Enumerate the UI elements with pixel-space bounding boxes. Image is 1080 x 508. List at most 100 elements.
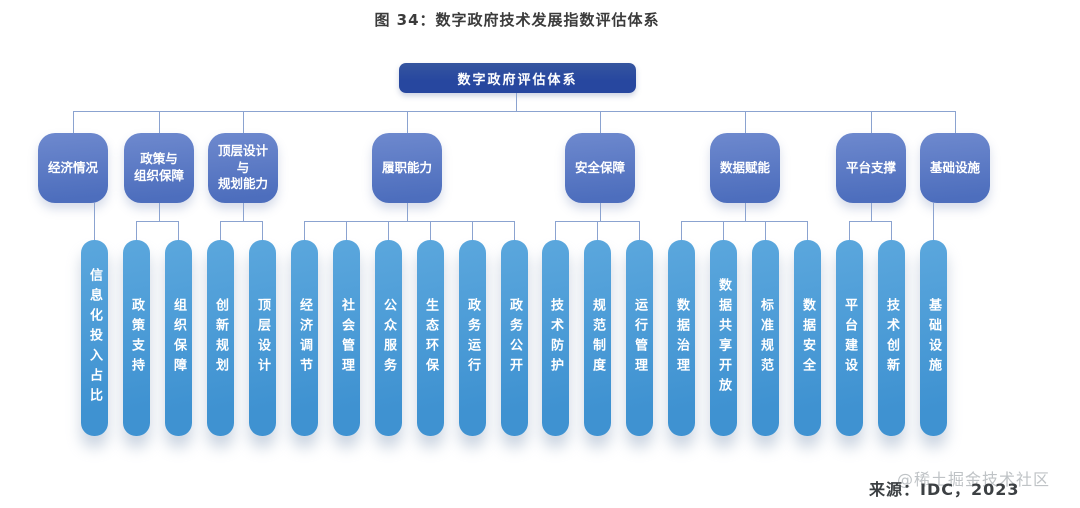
indicator-bar-label: 技术防护 xyxy=(548,298,563,378)
connector-line xyxy=(765,221,766,240)
indicator-bar: 组织保障 xyxy=(165,240,192,436)
connector-line xyxy=(304,221,514,222)
indicator-bar-label: 规范制度 xyxy=(590,298,605,378)
indicator-bar-label: 运行管理 xyxy=(632,298,647,378)
connector-line xyxy=(849,221,891,222)
indicator-bar: 数据安全 xyxy=(794,240,821,436)
connector-line xyxy=(346,221,347,240)
connector-line xyxy=(472,221,473,240)
indicator-bar-label: 政务运行 xyxy=(465,298,480,378)
connector-line xyxy=(849,221,850,240)
connector-line xyxy=(807,221,808,240)
indicator-bar: 技术防护 xyxy=(542,240,569,436)
connector-line xyxy=(514,221,515,240)
connector-line xyxy=(516,93,517,111)
connector-line xyxy=(243,111,244,133)
connector-line xyxy=(933,203,934,240)
indicator-bar-label: 数据安全 xyxy=(800,298,815,378)
indicator-bar: 基础设施 xyxy=(920,240,947,436)
connector-line xyxy=(136,221,178,222)
connector-line xyxy=(262,221,263,240)
watermark-text: @稀土掘金技术社区 xyxy=(897,470,1051,489)
connector-line xyxy=(220,221,262,222)
category-node-label: 组织保障 xyxy=(133,168,184,183)
indicator-bar-label: 平台建设 xyxy=(842,298,857,378)
connector-line xyxy=(639,221,640,240)
connector-line xyxy=(407,111,408,133)
connector-line xyxy=(178,221,179,240)
connector-line xyxy=(388,221,389,240)
connector-line xyxy=(871,203,872,221)
figure-title: 图 34：数字政府技术发展指数评估体系 xyxy=(374,11,660,29)
indicator-bar: 创新规划 xyxy=(207,240,234,436)
connector-line xyxy=(600,111,601,133)
indicator-bar-label: 政务公开 xyxy=(507,298,522,378)
category-node-label: 与 xyxy=(236,159,250,175)
indicator-bar-label: 标准规范 xyxy=(758,298,773,378)
indicator-bar: 顶层设计 xyxy=(249,240,276,436)
category-node-label: 安全保障 xyxy=(574,159,625,175)
indicator-bar: 平台建设 xyxy=(836,240,863,436)
connector-line xyxy=(681,221,682,240)
category-node-3: 顶层设计与规划能力 xyxy=(208,133,278,203)
indicator-bar: 技术创新 xyxy=(878,240,905,436)
category-node-label: 基础设施 xyxy=(929,159,980,175)
connector-line xyxy=(745,111,746,133)
category-node-label: 顶层设计 xyxy=(217,142,268,158)
connector-line xyxy=(304,221,305,240)
connector-line xyxy=(681,221,807,222)
indicator-bar: 数据治理 xyxy=(668,240,695,436)
connector-line xyxy=(891,221,892,240)
indicator-bar-label: 经济调节 xyxy=(297,298,312,378)
indicator-bar-label: 数据治理 xyxy=(674,298,689,378)
connector-line xyxy=(430,221,431,240)
indicator-bar: 规范制度 xyxy=(584,240,611,436)
category-node-7: 平台支撑 xyxy=(836,133,906,203)
connector-line xyxy=(159,203,160,221)
indicator-bar: 政务运行 xyxy=(459,240,486,436)
connector-line xyxy=(723,221,724,240)
indicator-bar-label: 生态环保 xyxy=(423,298,438,378)
source-text: 来源：IDC，2023 xyxy=(869,480,1020,499)
category-node-1: 经济情况 xyxy=(38,133,108,203)
indicator-bar: 政务公开 xyxy=(501,240,528,436)
category-node-5: 安全保障 xyxy=(565,133,635,203)
connector-line xyxy=(159,111,160,133)
connector-line xyxy=(220,221,221,240)
indicator-bar: 公众服务 xyxy=(375,240,402,436)
connector-line xyxy=(73,111,74,133)
category-node-8: 基础设施 xyxy=(920,133,990,203)
indicator-bar: 信息化投入占比 xyxy=(81,240,108,436)
indicator-bar-label: 顶层设计 xyxy=(255,298,270,378)
indicator-bar-label: 信息化投入占比 xyxy=(87,268,102,408)
category-node-2: 政策与组织保障 xyxy=(124,133,194,203)
indicator-bar: 政策支持 xyxy=(123,240,150,436)
indicator-bar-label: 组织保障 xyxy=(171,298,186,378)
indicator-bar: 生态环保 xyxy=(417,240,444,436)
category-node-label: 规划能力 xyxy=(217,176,268,192)
indicator-bar: 标准规范 xyxy=(752,240,779,436)
category-node-label: 数据赋能 xyxy=(719,159,770,175)
root-node: 数字政府评估体系 xyxy=(399,63,636,93)
indicator-bar-label: 基础设施 xyxy=(926,298,941,378)
indicator-bar: 运行管理 xyxy=(626,240,653,436)
connector-line xyxy=(597,221,598,240)
indicator-bar-label: 技术创新 xyxy=(884,298,899,378)
connector-line xyxy=(600,203,601,221)
connector-line xyxy=(136,221,137,240)
connector-line xyxy=(407,203,408,221)
indicator-bar: 数据共享开放 xyxy=(710,240,737,436)
category-node-6: 数据赋能 xyxy=(710,133,780,203)
connector-line xyxy=(955,111,956,133)
connector-line xyxy=(73,111,955,112)
indicator-bar: 社会管理 xyxy=(333,240,360,436)
indicator-bar-label: 创新规划 xyxy=(213,298,228,378)
connector-line xyxy=(871,111,872,133)
category-node-label: 经济情况 xyxy=(47,159,98,175)
connector-line xyxy=(94,203,95,240)
indicator-bar-label: 政策支持 xyxy=(129,298,144,378)
connector-line xyxy=(745,203,746,221)
category-node-label: 政策与 xyxy=(140,151,178,167)
indicator-bar: 经济调节 xyxy=(291,240,318,436)
